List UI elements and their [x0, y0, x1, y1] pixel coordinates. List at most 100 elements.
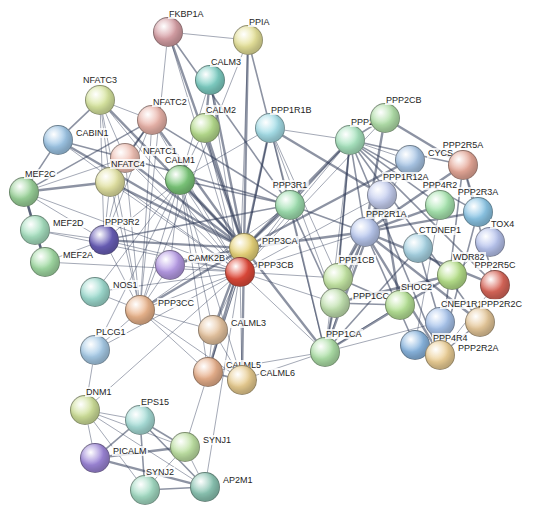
interaction-edge	[151, 320, 197, 362]
protein-node: PLCG1	[80, 335, 110, 365]
interaction-edge	[241, 55, 248, 257]
protein-node: MEF2C	[9, 177, 39, 207]
node-label: TOX4	[490, 219, 515, 229]
node-label: MEF2D	[52, 218, 85, 228]
protein-node: CTDNEP1	[403, 233, 433, 263]
protein-node: PPP1R1B	[255, 113, 285, 143]
protein-node: PPP3CC	[125, 295, 155, 325]
node-label: AP2M1	[222, 475, 254, 485]
node-label: MEF2A	[62, 250, 94, 260]
protein-node: NFATC2	[137, 105, 167, 135]
node-label: PPP1CA	[325, 329, 363, 339]
interaction-edge	[173, 46, 239, 234]
interaction-edge	[255, 151, 340, 238]
node-label: PPP1CC	[352, 291, 390, 301]
protein-node: PPP2R2A	[425, 340, 455, 370]
protein-node: CALM2	[190, 113, 220, 143]
protein-node: PPP1CC	[320, 288, 350, 318]
node-label: CALM2	[205, 105, 237, 115]
protein-node: NFATC4	[95, 167, 125, 197]
protein-node: CAMK2B	[155, 250, 185, 280]
protein-node: PPP1R12A	[367, 180, 397, 210]
node-label: PPP3CC	[157, 298, 195, 308]
node-label: CALML6	[259, 368, 296, 378]
node-label: PPIA	[248, 17, 271, 27]
interaction-edge	[190, 191, 233, 237]
node-label: MEF2C	[24, 169, 57, 179]
interaction-edge	[109, 298, 126, 305]
protein-node: PPP2R5C	[480, 270, 510, 300]
node-label: NOS1	[112, 280, 139, 290]
protein-node: PPP2R3A	[463, 197, 493, 227]
protein-node: PPP2CA	[335, 125, 365, 155]
protein-node: CALM3	[195, 65, 225, 95]
node-label: FKBP1A	[168, 9, 205, 19]
interaction-edge	[210, 345, 211, 357]
protein-node: SYNJ1	[170, 432, 200, 462]
node-label: CABIN1	[75, 128, 110, 138]
node-label: PPP2CB	[385, 95, 423, 105]
node-label: PPP2R5A	[442, 140, 485, 150]
protein-node: DNM1	[70, 395, 100, 425]
interaction-edge	[114, 105, 138, 114]
protein-node: MEF2A	[30, 247, 60, 277]
node-label: PICALM	[112, 446, 148, 456]
node-label: CALM1	[164, 155, 196, 165]
node-label: PPP3CA	[261, 236, 299, 246]
interaction-edge	[148, 278, 161, 298]
protein-node: CABIN1	[43, 125, 73, 155]
node-label: CTDNEP1	[418, 225, 462, 235]
node-label: EPS15	[140, 397, 170, 407]
interaction-edge	[73, 144, 111, 154]
node-label: CALM3	[210, 57, 242, 67]
protein-node: PPP2R1A	[350, 217, 380, 247]
node-label: CAMK2B	[187, 253, 226, 263]
interaction-edge	[430, 257, 441, 265]
protein-node: MEF2D	[20, 215, 50, 245]
node-label: PPP2R5C	[473, 260, 516, 270]
protein-node: CALML6	[227, 365, 257, 395]
interaction-edge	[247, 143, 267, 234]
node-label: PPP2R1A	[365, 209, 408, 219]
node-label: CALML3	[230, 318, 267, 328]
protein-node: CALM1	[165, 165, 195, 195]
protein-node: PPP4R2	[425, 190, 455, 220]
protein-node: WDR82	[437, 260, 467, 290]
interaction-edge	[352, 155, 362, 217]
interaction-edge	[364, 145, 396, 156]
interaction-edge	[102, 115, 108, 167]
interaction-edge	[50, 232, 89, 238]
interaction-edge	[183, 34, 233, 39]
protein-node: PPP3CB	[225, 257, 255, 287]
interaction-edge	[69, 110, 89, 129]
node-label: NFATC4	[110, 159, 146, 169]
node-label: PPP1CB	[338, 255, 376, 265]
interaction-edge	[251, 282, 314, 341]
node-label: PPP3CB	[257, 260, 295, 270]
interaction-edge	[252, 55, 287, 191]
interaction-edge	[153, 428, 172, 440]
node-label: PPP2R2C	[480, 299, 523, 309]
interaction-edge	[96, 282, 229, 400]
node-label: DNM1	[85, 387, 113, 397]
interaction-edge	[285, 130, 335, 138]
protein-node: EPS15	[125, 405, 155, 435]
protein-node: SHOC2	[385, 290, 415, 320]
node-label: NFATC2	[152, 97, 188, 107]
node-label: PLCG1	[95, 327, 127, 337]
protein-node: PPP2R2C	[465, 307, 495, 337]
protein-node: NOS1	[80, 277, 110, 307]
protein-node: CALML5	[193, 357, 223, 387]
node-label: SYNJ1	[202, 435, 232, 445]
protein-node: PICALM	[80, 443, 110, 473]
protein-node: CYCS	[395, 145, 425, 175]
node-label: SYNJ2	[145, 467, 175, 477]
interaction-edge	[192, 460, 199, 473]
protein-node: PPIA	[233, 25, 263, 55]
interaction-edge	[103, 115, 137, 296]
node-label: PPP2R3A	[457, 187, 500, 197]
protein-node: PPP1CA	[310, 337, 340, 367]
protein-node: SYNJ2	[130, 475, 160, 505]
